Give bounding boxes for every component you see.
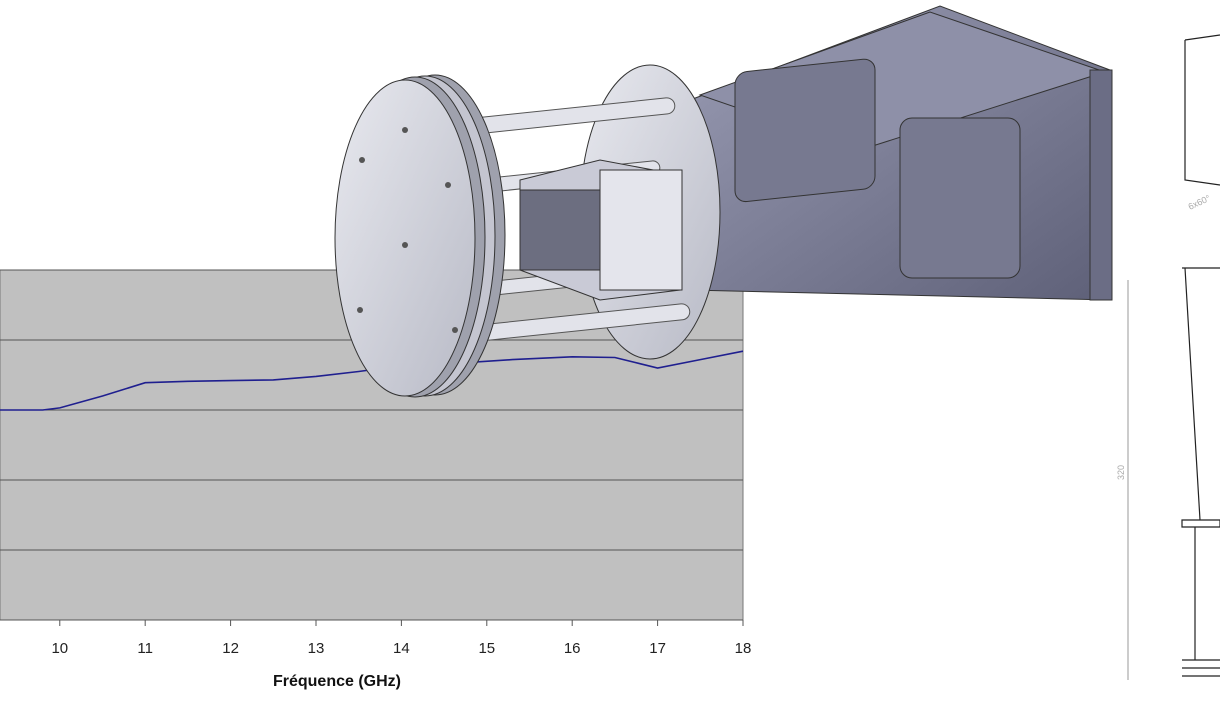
x-tick-label: 12	[222, 640, 239, 657]
x-tick-label: 10	[51, 640, 68, 657]
x-tick-label: 16	[564, 640, 581, 657]
x-tick-label: 13	[308, 640, 325, 657]
x-tick-label: 15	[478, 640, 495, 657]
height-dimension: 320	[1116, 465, 1126, 480]
x-axis-label: Fréquence (GHz)	[273, 673, 401, 690]
x-tick-label: 18	[735, 640, 752, 657]
bolt-holes	[357, 127, 458, 333]
angle-note: 6x60°	[1187, 193, 1213, 212]
x-tick-label: 11	[137, 640, 153, 657]
x-tick-label: 17	[649, 640, 666, 657]
series-line	[0, 350, 744, 411]
x-tick-label: 14	[393, 640, 410, 657]
technical-drawing	[1127, 34, 1220, 680]
waveguide-transition	[519, 159, 683, 301]
front-disk	[334, 74, 506, 398]
horn-antenna	[689, 5, 1113, 301]
